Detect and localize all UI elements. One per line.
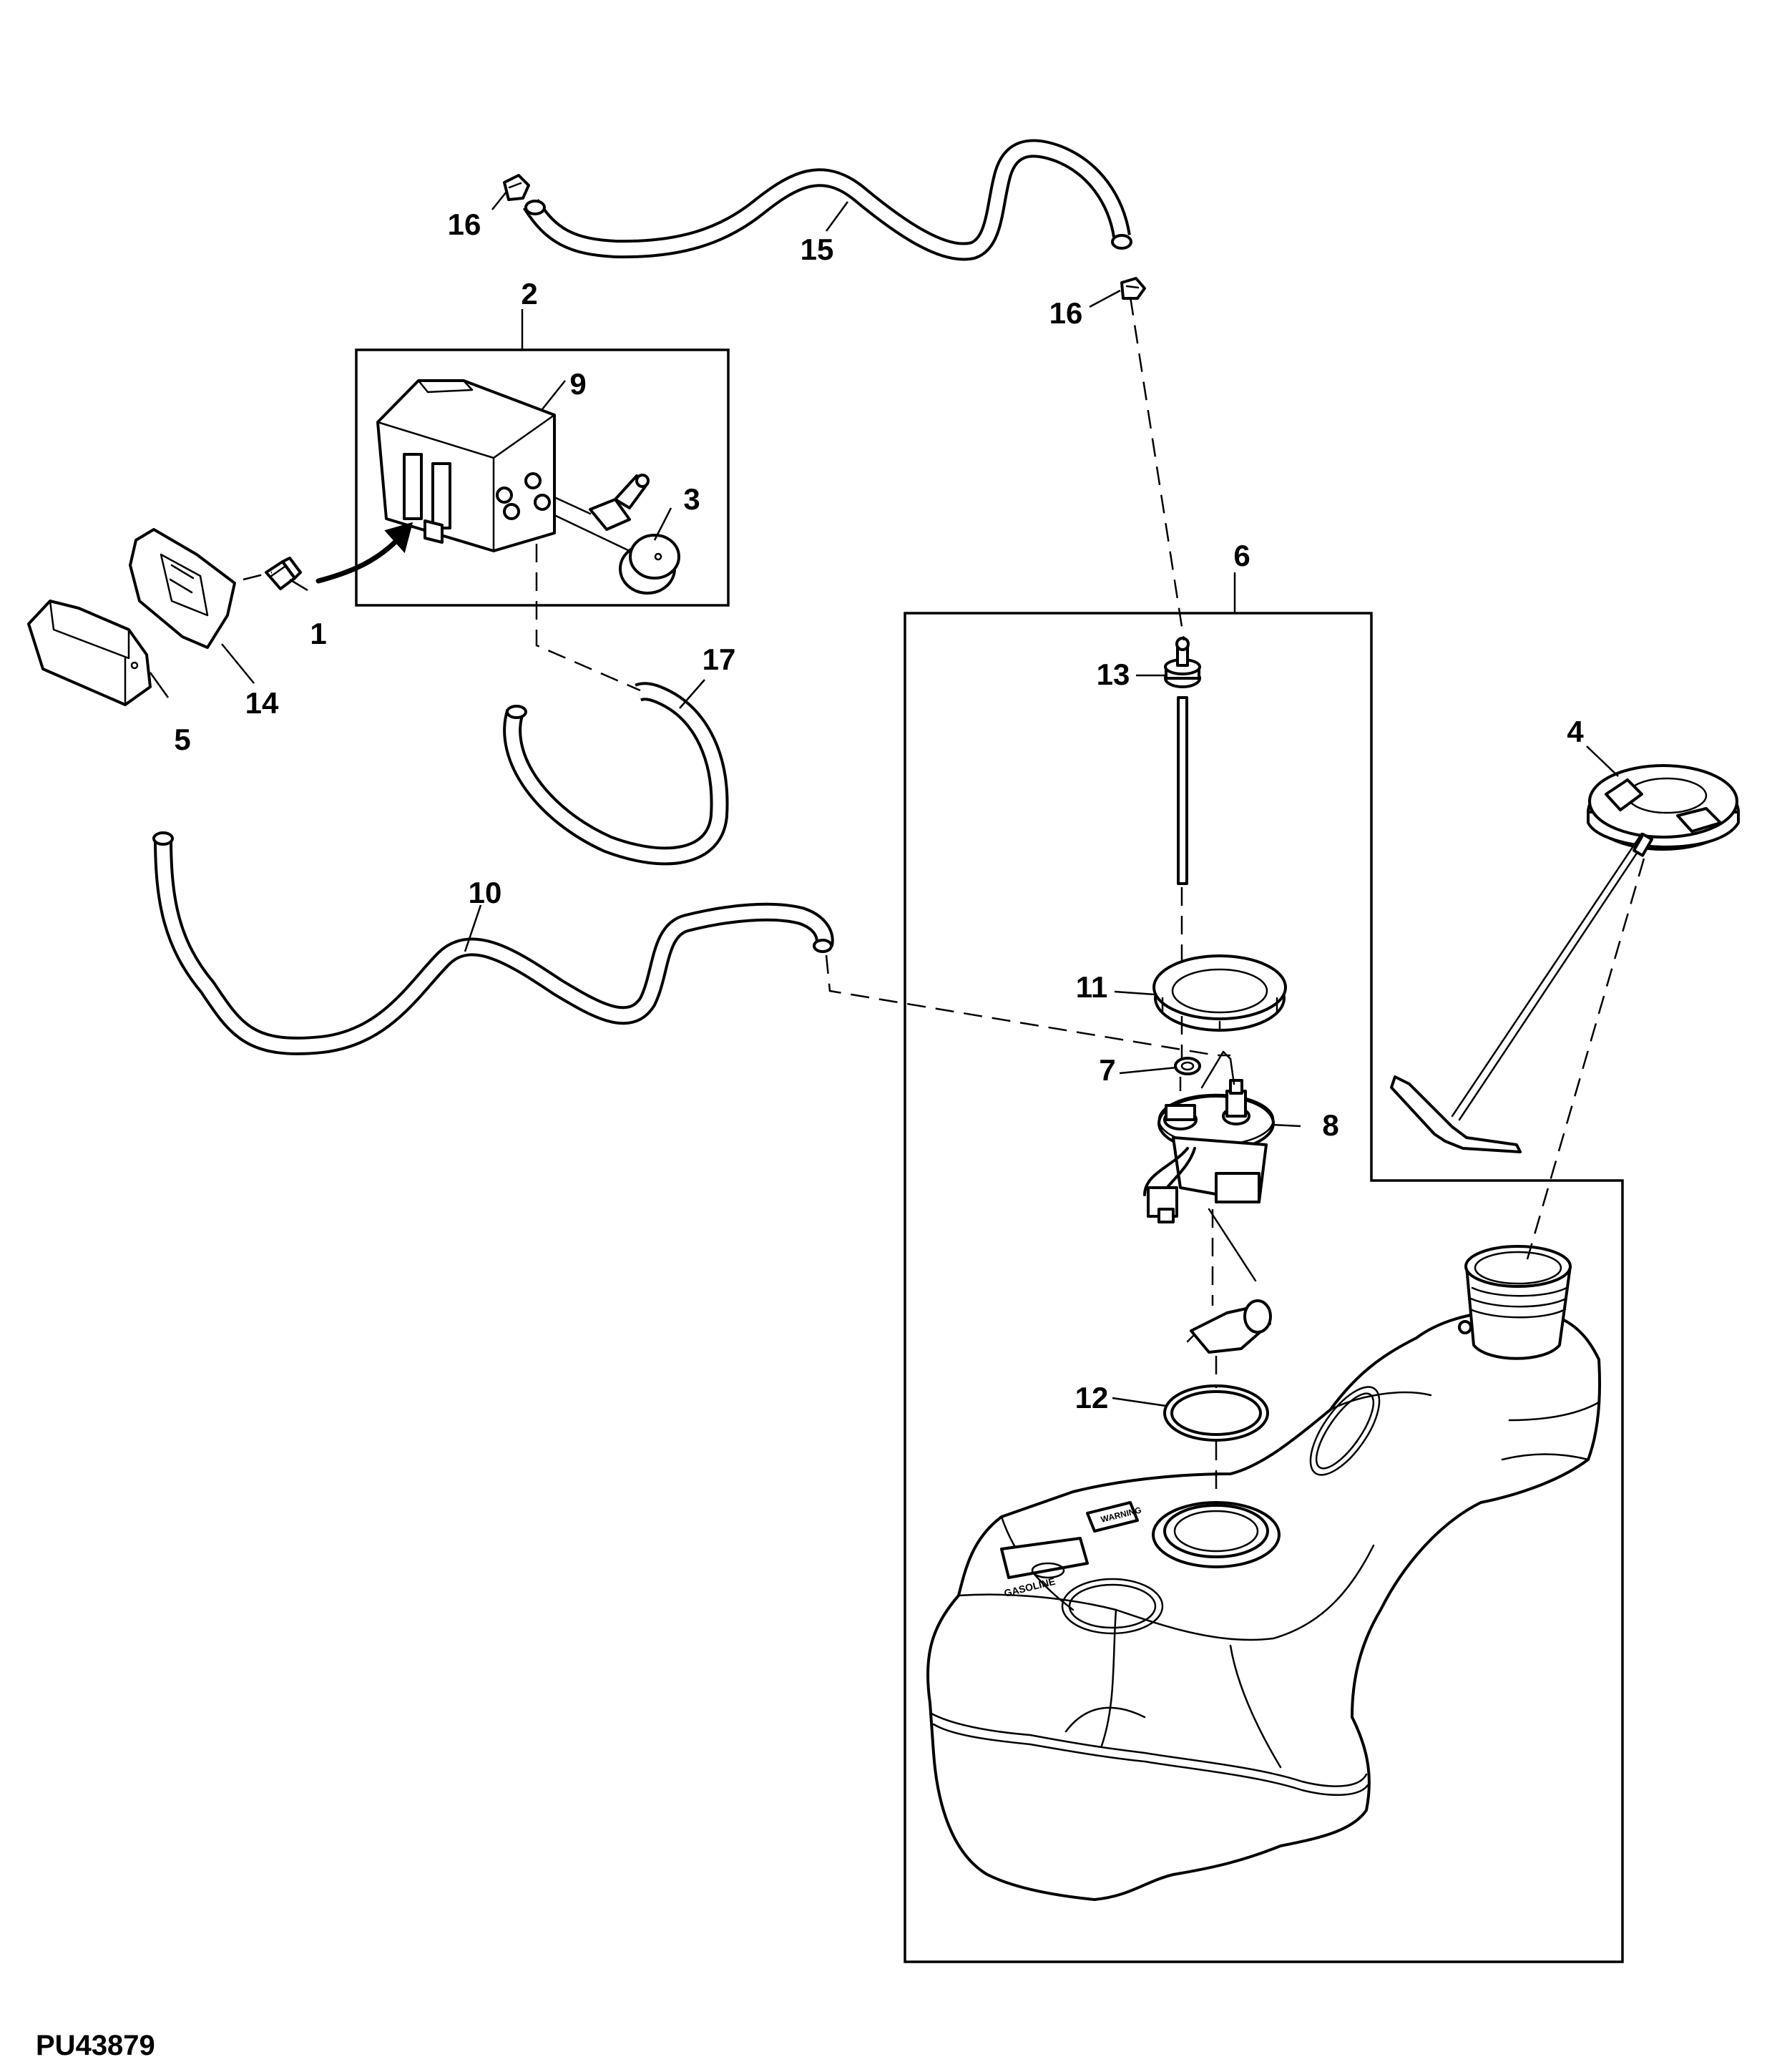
canister-assembly-box bbox=[355, 348, 730, 607]
canister-cap-3 bbox=[553, 514, 680, 595]
bracket-5 bbox=[27, 600, 152, 706]
callout-5: 5 bbox=[174, 723, 190, 756]
fuel-level-float bbox=[1186, 1299, 1272, 1354]
callout-4: 4 bbox=[1567, 715, 1584, 748]
fuel-tank: WARNING GASOLINE bbox=[926, 1245, 1602, 1901]
callout-2: 2 bbox=[521, 277, 537, 311]
callout-16-right: 16 bbox=[1049, 296, 1083, 330]
mounting-bracket-14 bbox=[129, 528, 236, 649]
callout-6: 6 bbox=[1233, 539, 1250, 572]
vent-hose-15 bbox=[522, 139, 1132, 261]
callout-13: 13 bbox=[1097, 658, 1130, 691]
callout-14: 14 bbox=[245, 686, 279, 720]
callout-12: 12 bbox=[1075, 1381, 1109, 1414]
figure-id: PU43879 bbox=[36, 2030, 155, 2061]
o-ring-7 bbox=[1174, 1057, 1201, 1075]
fuel-tank-assembly-box bbox=[904, 612, 1624, 1963]
callout-11: 11 bbox=[1076, 970, 1107, 1004]
callout-7: 7 bbox=[1099, 1053, 1115, 1087]
callout-8: 8 bbox=[1322, 1108, 1338, 1142]
callout-10: 10 bbox=[469, 876, 502, 909]
callout-16-left: 16 bbox=[448, 207, 481, 241]
bolt-1 bbox=[265, 557, 302, 590]
callout-numbers: 1 2 3 4 5 6 7 8 9 10 11 12 13 14 15 16 1… bbox=[174, 207, 1584, 1414]
callout-3: 3 bbox=[683, 482, 700, 516]
vent-valve-13 bbox=[1164, 637, 1201, 885]
tank-o-ring-12 bbox=[1163, 1384, 1269, 1442]
hose-17 bbox=[503, 682, 729, 866]
fuel-hose-10 bbox=[152, 831, 834, 1055]
locking-ring-11 bbox=[1152, 954, 1287, 1032]
hose-clamp-16-right bbox=[1120, 277, 1146, 300]
callout-1: 1 bbox=[310, 617, 326, 650]
callout-17: 17 bbox=[703, 642, 736, 676]
callout-9: 9 bbox=[569, 367, 586, 401]
fuel-pump-sender-8 bbox=[1143, 1050, 1275, 1282]
assembly-lines bbox=[243, 296, 1645, 1492]
leader-lines bbox=[149, 191, 1619, 1407]
elbow-fitting bbox=[553, 474, 650, 531]
hose-clamp-16-left bbox=[503, 174, 530, 201]
callout-15: 15 bbox=[801, 233, 834, 266]
install-direction-arrow bbox=[315, 522, 413, 584]
fuel-cap-4 bbox=[1390, 764, 1740, 1153]
carbon-canister-9 bbox=[376, 379, 556, 552]
